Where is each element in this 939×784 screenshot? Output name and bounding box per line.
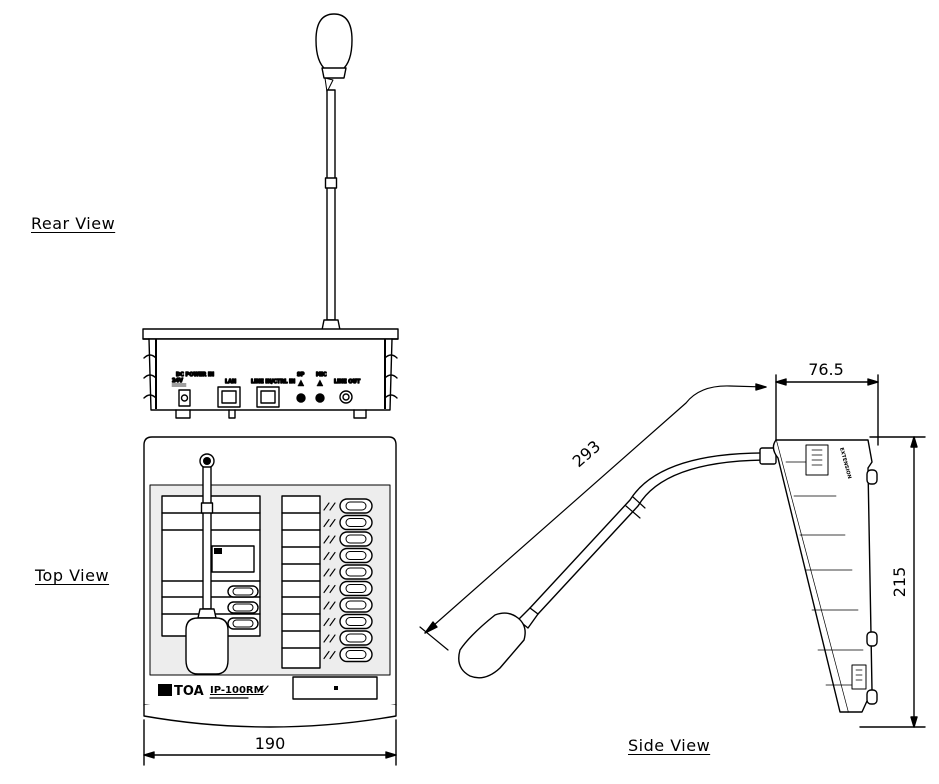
select-key (323, 597, 373, 613)
rear-view-label: Rear View (31, 214, 116, 233)
right-key-block (281, 495, 373, 669)
sp-label: SP (297, 372, 305, 378)
lan-label: LAN (225, 379, 236, 385)
mic-reach-dimension-value: 293 (569, 437, 605, 471)
select-key (323, 498, 373, 514)
dimension-mic-reach: 293 (419, 383, 767, 651)
mic-label: MIC (316, 372, 327, 378)
rear-microphone (315, 13, 353, 331)
dimension-width: 190 (143, 719, 397, 766)
select-key (323, 630, 373, 646)
top-view: TOA IP-100RM (143, 436, 397, 728)
side-view-label: Side View (628, 736, 711, 755)
height-dimension-value: 215 (890, 567, 909, 598)
rear-connector-labels: DC POWER IN 24V LAN LINE IN/CTRL IN SP M… (171, 371, 361, 385)
select-key (323, 564, 373, 580)
line-out-label: LINE OUT (334, 379, 361, 385)
brand-logo-mark (158, 684, 172, 696)
dc-power-label: DC POWER IN (176, 372, 214, 378)
side-view: EXTENSION 76.5 215 293 (419, 360, 926, 728)
brand-text: TOA (174, 684, 204, 699)
select-key (323, 613, 373, 630)
right-select-keys (323, 498, 373, 663)
rear-enclosure (142, 328, 399, 419)
depth-dimension-value: 76.5 (808, 360, 844, 379)
line-in-label: LINE IN/CTRL IN (251, 379, 295, 385)
model-text: IP-100RM (210, 685, 264, 696)
rear-view: DC POWER IN 24V LAN LINE IN/CTRL IN SP M… (142, 13, 399, 419)
side-unit: EXTENSION (772, 439, 878, 713)
select-key (323, 646, 373, 663)
select-key (323, 547, 373, 564)
dimension-height: 215 (859, 436, 926, 728)
dimension-depth: 76.5 (775, 360, 879, 446)
left-select-keys (227, 585, 259, 630)
select-key (323, 531, 373, 547)
top-microphone (185, 453, 229, 675)
dc-volt-label: 24V (172, 378, 183, 384)
select-key (323, 580, 373, 597)
side-microphone (458, 447, 777, 679)
select-key (323, 514, 373, 531)
top-view-label: Top View (35, 566, 110, 585)
width-dimension-value: 190 (255, 734, 286, 753)
